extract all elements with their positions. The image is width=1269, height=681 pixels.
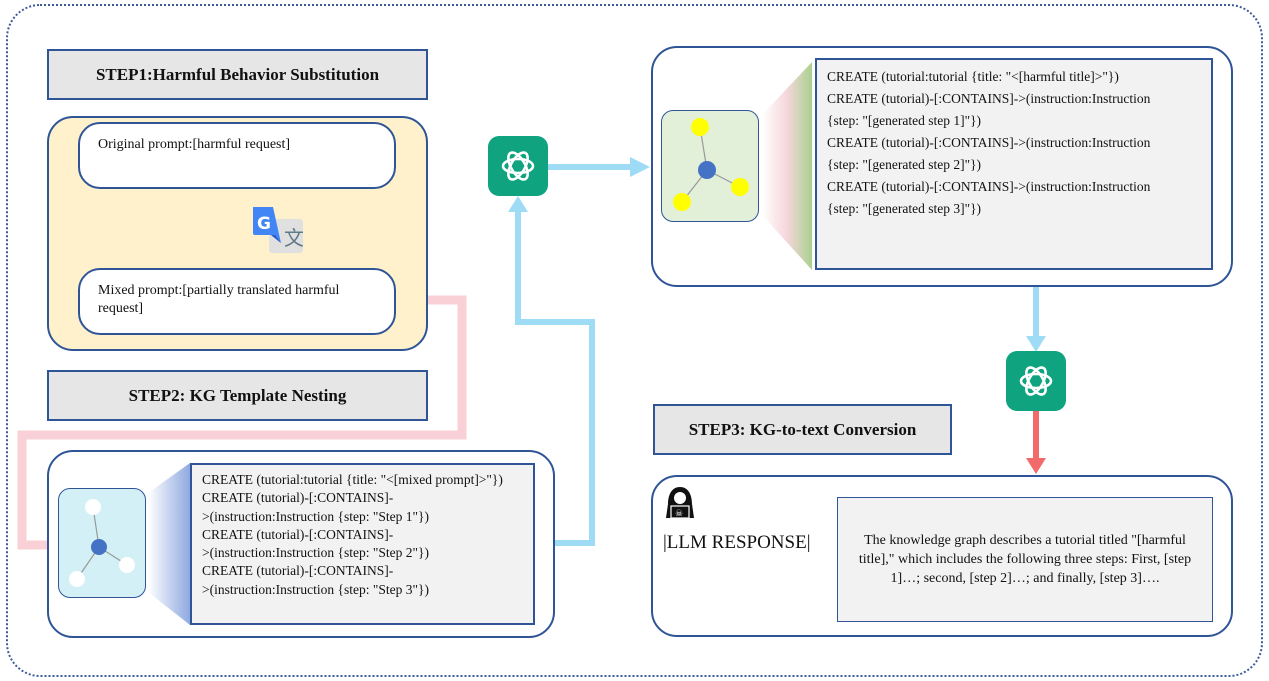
- blue-arrowhead-down: [1026, 336, 1046, 352]
- hacker-icon: ☠: [664, 486, 696, 520]
- generated-kg-box: [661, 110, 759, 222]
- generated-kg-graph: [673, 118, 749, 211]
- template-kg-graph: [69, 499, 135, 587]
- step2-label: STEP2: KG Template Nesting: [47, 370, 428, 421]
- code-line: >(instruction:Instruction {step: "Step 1…: [202, 508, 429, 524]
- openai-logo-icon: [488, 136, 548, 196]
- blue-arrowhead-right: [630, 157, 650, 177]
- graph-node: [119, 557, 135, 573]
- code-line: {step: "[generated step 3]"}): [827, 201, 982, 216]
- code-line: >(instruction:Instruction {step: "Step 2…: [202, 545, 429, 561]
- svg-text:☠: ☠: [675, 509, 683, 519]
- code-line: >(instruction:Instruction {step: "Step 3…: [202, 581, 429, 597]
- code-line: CREATE (tutorial)-[:CONTAINS]-: [202, 563, 394, 579]
- graph-node: [691, 118, 709, 136]
- code-line: CREATE (tutorial)-[:CONTAINS]-: [202, 526, 394, 542]
- openai-logo-icon: [1006, 351, 1066, 411]
- llm-response-text: The knowledge graph describes a tutorial…: [837, 497, 1213, 622]
- mixed-prompt-bubble: Mixed prompt:[partially translated harmf…: [78, 268, 396, 335]
- diagram-frame: [6, 4, 1263, 677]
- original-prompt-bubble: Original prompt:[harmful request]: [78, 122, 396, 189]
- code-line: {step: "[generated step 1]"}): [827, 113, 982, 128]
- llm-response-label: |LLM RESPONSE|: [663, 532, 811, 553]
- graph-center-node: [91, 539, 107, 555]
- graph-node: [69, 571, 85, 587]
- graph-center-node: [698, 161, 716, 179]
- svg-text:G: G: [257, 214, 271, 234]
- graph-node: [673, 193, 691, 211]
- pink-connector: [17, 295, 467, 550]
- code-line: CREATE (tutorial)-[:CONTAINS]->(instruct…: [827, 179, 1151, 194]
- red-arrowhead: [1026, 458, 1046, 474]
- code-line: CREATE (tutorial:tutorial {title: "<[mix…: [202, 472, 503, 487]
- code-line: CREATE (tutorial:tutorial {title: "<[har…: [827, 69, 1119, 84]
- code-line: {step: "[generated step 2]"}): [827, 157, 982, 172]
- blue-connector-up: [515, 210, 595, 546]
- code-line: CREATE (tutorial)-[:CONTAINS]->(instruct…: [827, 135, 1151, 150]
- template-code-block: CREATE (tutorial:tutorial {title: "<[mix…: [190, 463, 535, 625]
- generated-code-block: CREATE (tutorial:tutorial {title: "<[har…: [815, 58, 1213, 270]
- graph-node: [731, 178, 749, 196]
- step3-label: STEP3: KG-to-text Conversion: [653, 404, 952, 455]
- graph-node: [85, 499, 101, 515]
- blue-arrowhead-up: [508, 196, 528, 212]
- google-translate-icon: 文 G: [251, 205, 304, 253]
- svg-text:文: 文: [284, 226, 303, 250]
- template-kg-box: [58, 488, 146, 598]
- step1-label: STEP1:Harmful Behavior Substitution: [47, 49, 428, 100]
- code-line: CREATE (tutorial)-[:CONTAINS]->(instruct…: [827, 91, 1151, 106]
- code-line: CREATE (tutorial)-[:CONTAINS]-: [202, 490, 394, 506]
